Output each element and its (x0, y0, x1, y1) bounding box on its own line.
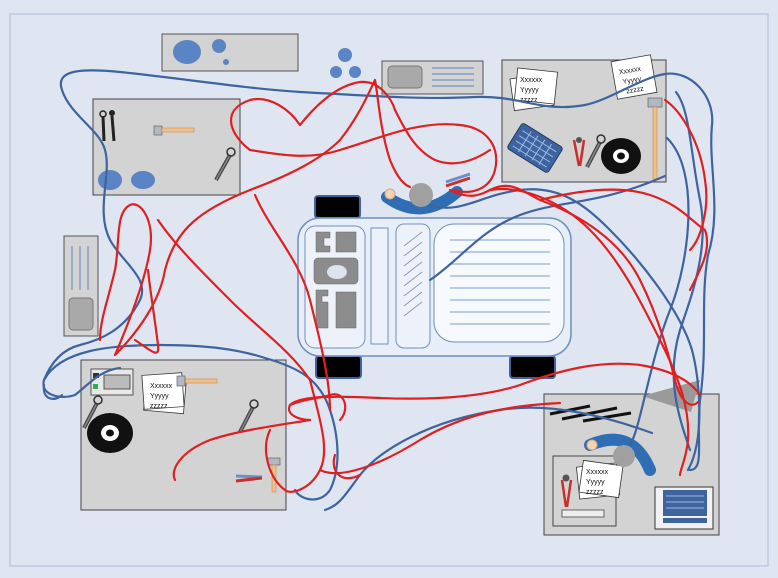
part-disc (98, 170, 122, 190)
pliers-icon (235, 474, 263, 483)
top-shelf (161, 33, 299, 72)
parts-dots (330, 48, 361, 78)
note-line: Yyyyy (150, 393, 169, 400)
wrench-icon (585, 134, 606, 168)
operator-icon (381, 172, 471, 215)
workbench-lower-left: Xxxxxx Yyyyy zzzzz (80, 359, 287, 511)
part-disc (131, 171, 155, 189)
pliers-icon (560, 474, 573, 508)
note-line: Xxxxxx (150, 383, 173, 390)
note-line: zzzzz (586, 489, 604, 496)
machine-icon (90, 368, 134, 396)
wrench-icon (238, 399, 259, 433)
workbench-lower-right: Xxxxxx Yyyyy zzzzz (543, 380, 720, 536)
wrench-icon (82, 395, 103, 429)
note-line: Yyyyy (586, 479, 605, 486)
document-icon: Xxxxxx Yyyyy zzzzz (575, 459, 624, 500)
note-line: zzzzz (520, 97, 538, 104)
central-machine (297, 195, 572, 379)
screwdriver-icon (99, 110, 116, 142)
note-line: zzzzz (150, 403, 168, 410)
note-line: zzzzz (626, 85, 645, 95)
document-icon: Xxxxxx Yyyyy zzzzz (610, 54, 658, 100)
note-line: Xxxxxx (618, 66, 642, 77)
workbench-upper-right: Xxxxxx Yyyyy zzzzz Xxxxxx Yyyyy zzzzz (501, 54, 667, 183)
machine-foot (314, 195, 361, 219)
keyboard-icon (507, 123, 563, 173)
tape-roll-icon (87, 413, 133, 453)
top-cabinet (381, 60, 484, 95)
operator-icon (584, 433, 656, 476)
note-line: Xxxxxx (520, 77, 543, 84)
keyboard-icon (654, 486, 714, 530)
note-line: Yyyyy (520, 87, 539, 94)
document-icon: Xxxxxx Yyyyy zzzzz (141, 372, 187, 415)
hammer-icon (153, 125, 195, 136)
pliers-icon (572, 137, 586, 167)
pliers-icon (445, 172, 471, 188)
workbench-upper-left (92, 98, 241, 196)
hammer-icon (176, 375, 218, 387)
left-cabinet (63, 235, 99, 337)
red-movement-path (98, 78, 709, 493)
hammer-icon (647, 97, 663, 180)
wrench-icon (214, 147, 236, 181)
tape-roll-icon (601, 138, 641, 174)
note-line: Xxxxxx (586, 469, 609, 476)
note-line: Yyyyy (622, 76, 642, 86)
machine-icon (561, 509, 605, 518)
